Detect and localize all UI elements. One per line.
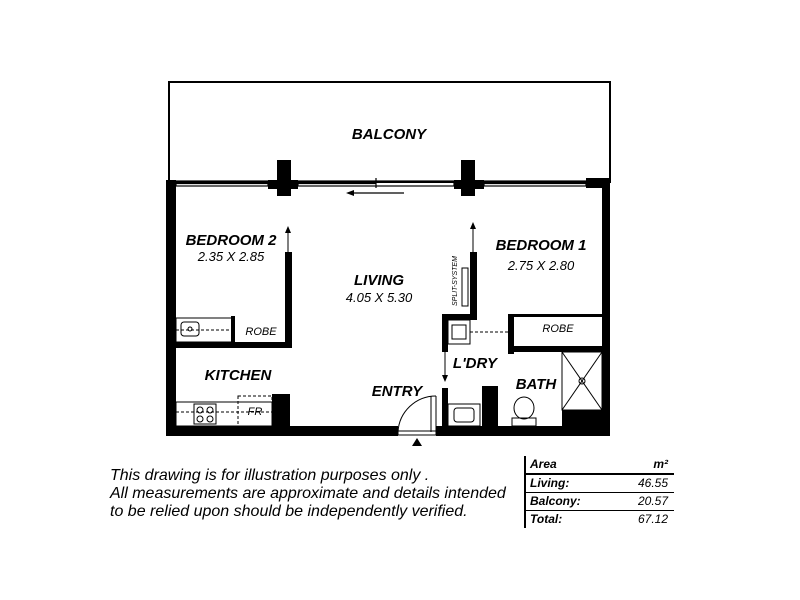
disclaimer-line: All measurements are approximate and det… [110,485,506,502]
area-row-label: Total: [530,512,563,526]
area-row-label: Living: [530,476,570,490]
area-row-balcony: Balcony: 20.57 [524,493,674,511]
laundry-label: L'DRY [453,355,499,372]
area-header-unit: m² [653,457,668,471]
interior-walls [176,252,610,432]
fridge-label: FR [248,406,263,418]
bedroom-2-label: BEDROOM 2 [186,232,278,249]
area-row-value: 46.55 [637,476,668,490]
balcony-label: BALCONY [352,126,428,143]
bedroom-1-dims: 2.75 X 2.80 [507,258,575,273]
robe-right-label: ROBE [542,323,574,335]
balcony-area [168,81,611,183]
area-row-label: Balcony: [530,494,581,508]
bathroom-fittings [447,319,603,427]
disclaimer-line: This drawing is for illustration purpose… [110,467,430,484]
bedroom-1-label: BEDROOM 1 [496,237,587,254]
disclaimer: This drawing is for illustration purpose… [110,467,530,521]
area-row-living: Living: 46.55 [524,475,674,493]
bedroom-2-dims: 2.35 X 2.85 [197,249,265,264]
bath-label: BATH [516,376,558,393]
living-label: LIVING [354,272,404,289]
area-header-label: Area [530,457,557,471]
area-row-value: 67.12 [637,512,668,526]
entry-label: ENTRY [372,383,425,400]
split-system-unit [461,267,469,307]
kitchen-label: KITCHEN [205,367,273,384]
door-arrowheads [285,222,476,446]
sliding-door-arrow [346,190,404,196]
area-table-header: Area m² [524,456,674,475]
area-row-value: 20.57 [637,494,668,508]
robe-left-label: ROBE [245,326,277,338]
living-dims: 4.05 X 5.30 [346,290,413,305]
windows [175,178,587,188]
door-swings [287,226,474,436]
disclaimer-line: to be relied upon should be independentl… [110,503,468,520]
outer-walls [166,160,610,436]
kitchen-fittings [175,317,273,427]
area-table: Area m² Living: 46.55 Balcony: 20.57 Tot… [524,456,674,528]
area-row-total: Total: 67.12 [524,511,674,528]
split-system-label: SPLIT-SYSTEM [452,256,459,306]
area-table-rule [524,456,526,528]
